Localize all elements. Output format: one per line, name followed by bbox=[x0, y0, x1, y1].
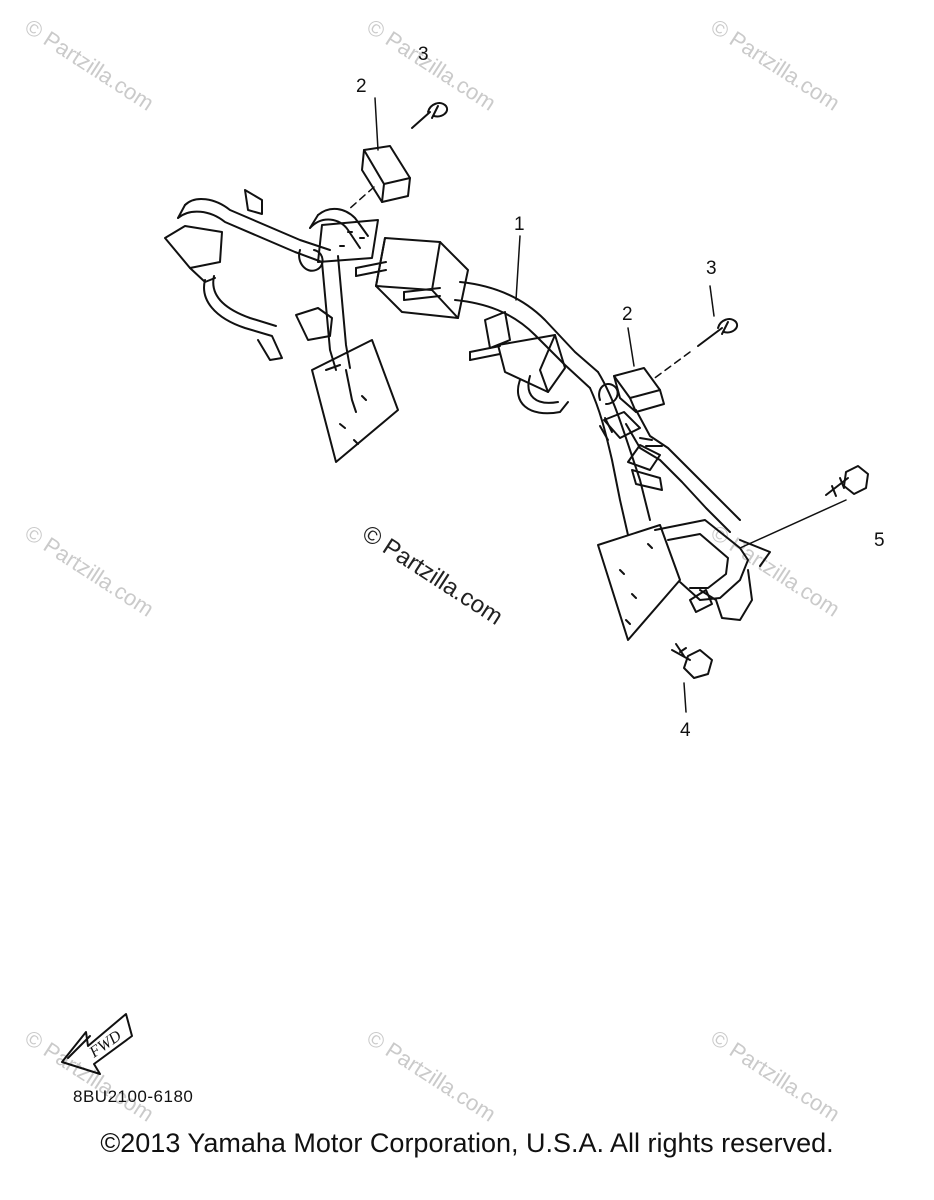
screw-upper bbox=[412, 103, 447, 128]
screw-lower bbox=[698, 319, 737, 346]
leader-lines bbox=[348, 98, 846, 712]
right-hoop bbox=[590, 372, 740, 535]
left-hoop bbox=[165, 190, 330, 360]
main-crossbar bbox=[455, 282, 598, 388]
callout-1: 1 bbox=[514, 214, 525, 235]
callout-5: 5 bbox=[874, 530, 885, 551]
left-upright bbox=[296, 209, 398, 462]
diagram-code: 8BU2100-6180 bbox=[73, 1087, 194, 1106]
copyright-notice: ©2013 Yamaha Motor Corporation, U.S.A. A… bbox=[100, 1128, 834, 1158]
fwd-arrow bbox=[62, 1014, 132, 1074]
center-block bbox=[356, 238, 468, 318]
callout-4: 4 bbox=[680, 720, 691, 741]
callout-2: 2 bbox=[622, 304, 633, 325]
damper-upper bbox=[362, 146, 410, 202]
right-bracket bbox=[470, 312, 568, 413]
damper-lower bbox=[614, 368, 664, 412]
right-plate bbox=[598, 520, 770, 640]
callout-2: 2 bbox=[356, 76, 367, 97]
callout-3: 3 bbox=[418, 44, 429, 65]
callout-3: 3 bbox=[706, 258, 717, 279]
bolt-4 bbox=[672, 644, 712, 678]
bolt-5 bbox=[826, 466, 868, 496]
